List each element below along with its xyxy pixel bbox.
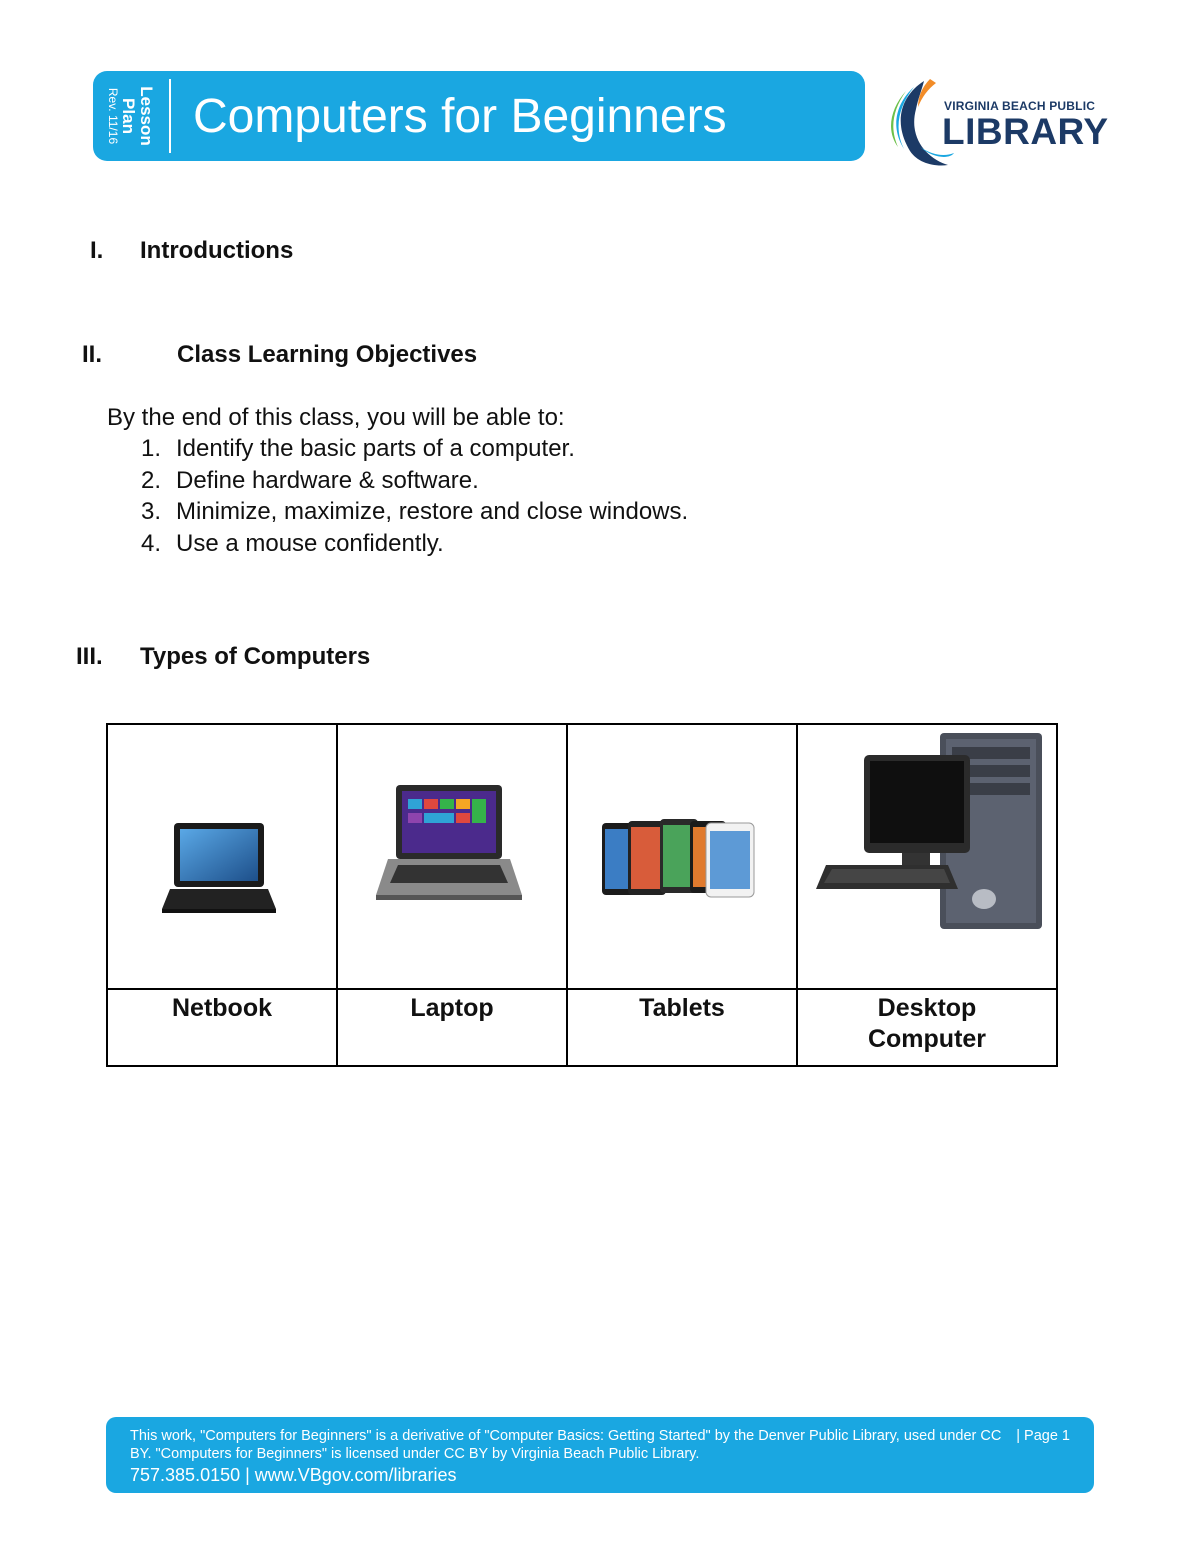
section-title: Types of Computers — [140, 643, 371, 670]
revision-text: Rev. 11/16 — [106, 87, 121, 145]
list-item: 2.Define hardware & software. — [141, 466, 479, 494]
section-title: Class Learning Objectives — [177, 341, 478, 368]
header-banner: Lesson Plan Rev. 11/16 Computers for Beg… — [93, 71, 865, 161]
section-number: I. — [90, 237, 104, 264]
section-number: II. — [82, 341, 103, 368]
section-title: Introductions — [140, 237, 294, 264]
netbook-image-cell — [106, 723, 338, 990]
footer-credit: This work, "Computers for Beginners" is … — [130, 1428, 1002, 1462]
objectives-intro: By the end of this class, you will be ab… — [107, 404, 565, 431]
netbook-label: Netbook — [106, 988, 338, 1067]
computer-types-table: Netbook Laptop Tablets Desktop Computer — [106, 723, 1058, 1067]
logo-subtitle: VIRGINIA BEACH PUBLIC — [944, 99, 1096, 113]
tablets-image — [602, 819, 755, 898]
logo-swoosh-icon — [891, 79, 954, 166]
desktop-image-cell — [796, 723, 1058, 990]
netbook-image — [162, 823, 276, 913]
page-number: | Page 1 — [1016, 1428, 1070, 1444]
footer-contact: 757.385.0150 | www.VBgov.com/libraries — [130, 1465, 457, 1485]
laptop-label: Laptop — [336, 988, 568, 1067]
banner-divider — [169, 79, 171, 153]
list-item: 3.Minimize, maximize, restore and close … — [141, 498, 689, 525]
objectives-list: 1.Identify the basic parts of a computer… — [141, 433, 688, 559]
laptop-image-cell — [336, 723, 568, 990]
plan-text: Plan — [119, 98, 139, 134]
tablets-label: Tablets — [566, 988, 798, 1067]
library-logo: VIRGINIA BEACH PUBLIC LIBRARY — [884, 73, 1108, 169]
logo-wordmark: LIBRARY — [942, 111, 1109, 152]
list-item: 1.Identify the basic parts of a computer… — [141, 435, 575, 462]
lesson-plan-label: Lesson Plan Rev. 11/16 — [93, 71, 169, 161]
laptop-image — [376, 785, 522, 900]
list-item: 4.Use a mouse confidently. — [141, 529, 444, 557]
footer-bar: This work, "Computers for Beginners" is … — [106, 1417, 1094, 1493]
tablets-image-cell — [566, 723, 798, 990]
page-title: Computers for Beginners — [193, 90, 727, 143]
desktop-computer-image — [816, 733, 1042, 929]
lesson-text: Lesson — [137, 86, 157, 146]
section-number: III. — [76, 643, 103, 670]
desktop-computer-label: Desktop Computer — [796, 988, 1058, 1067]
